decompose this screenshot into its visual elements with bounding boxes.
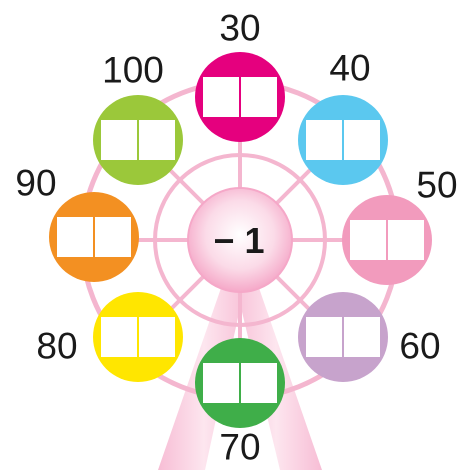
number-label-100: 100 [102,52,164,89]
center-rule-label: − 1 [213,223,264,259]
number-label-40: 40 [329,50,370,87]
number-label-80: 80 [36,328,77,365]
gondola-upper-right [298,95,388,185]
answer-box-2[interactable] [344,317,380,357]
answer-box-1[interactable] [350,220,386,260]
answer-box-2[interactable] [241,363,277,403]
answer-box-2[interactable] [95,217,131,257]
gondola-lower-right [298,292,388,382]
gondola-right [342,195,432,285]
answer-box-2[interactable] [388,220,424,260]
gondola-top [195,52,285,142]
gondola-bottom [195,338,285,428]
number-label-90: 90 [15,165,56,202]
answer-box-1[interactable] [203,77,239,117]
number-label-30: 30 [219,10,260,47]
answer-box-1[interactable] [101,120,137,160]
gondola-upper-left [93,95,183,185]
number-label-50: 50 [416,167,457,204]
answer-box-2[interactable] [241,77,277,117]
gondola-left [49,192,139,282]
number-label-70: 70 [219,429,260,466]
answer-box-2[interactable] [139,317,175,357]
answer-box-1[interactable] [306,317,342,357]
gondola-lower-left [93,292,183,382]
answer-box-1[interactable] [57,217,93,257]
answer-box-2[interactable] [139,120,175,160]
number-label-60: 60 [399,328,440,365]
answer-box-1[interactable] [306,120,342,160]
answer-box-1[interactable] [101,317,137,357]
answer-box-2[interactable] [344,120,380,160]
answer-box-1[interactable] [203,363,239,403]
